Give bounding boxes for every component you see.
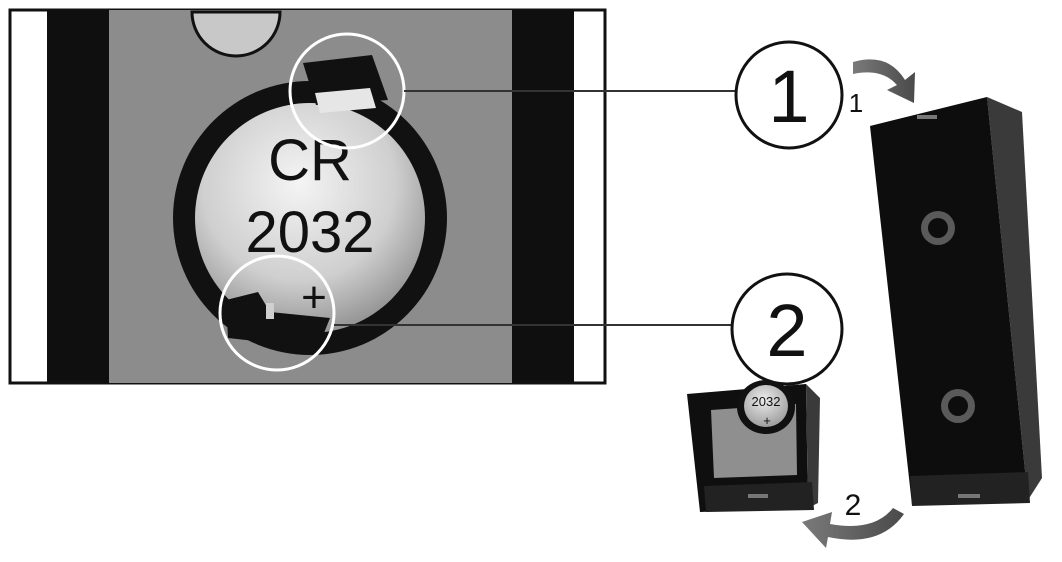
left-rail (47, 10, 109, 383)
step-1-label: 1 (849, 88, 863, 118)
device-back-cover (870, 97, 1042, 506)
battery-type-line2: 2032 (245, 200, 374, 265)
highlight-circle-2 (218, 254, 336, 372)
bottom-clip (226, 292, 330, 348)
small-battery-label: 2032 (752, 394, 781, 409)
callout-2: 2 (730, 272, 844, 386)
battery-type-line1: CR (268, 128, 352, 193)
callout-number-2: 2 (766, 289, 807, 372)
small-device: 2032 + (687, 380, 820, 512)
step-2-label: 2 (845, 489, 862, 522)
coin-cell-battery (195, 103, 425, 333)
callout-1: 1 (734, 40, 844, 150)
cover-top-slot (917, 115, 937, 119)
callout-number-1: 1 (768, 55, 809, 138)
top-clip (303, 55, 388, 113)
screw-hole-bottom (941, 389, 975, 423)
right-rail (512, 10, 574, 383)
small-coin-cell (744, 385, 788, 427)
screw-hole-top (921, 211, 955, 245)
cover-bottom-slot (958, 494, 980, 498)
battery-compartment: CR 2032 + (8, 8, 607, 385)
small-device-slot (748, 494, 768, 498)
step-2-arrow: 2 (802, 489, 904, 548)
step-1-arrow: 1 (849, 59, 915, 118)
tray-notch (190, 10, 282, 58)
small-polarity-sign: + (763, 413, 771, 428)
